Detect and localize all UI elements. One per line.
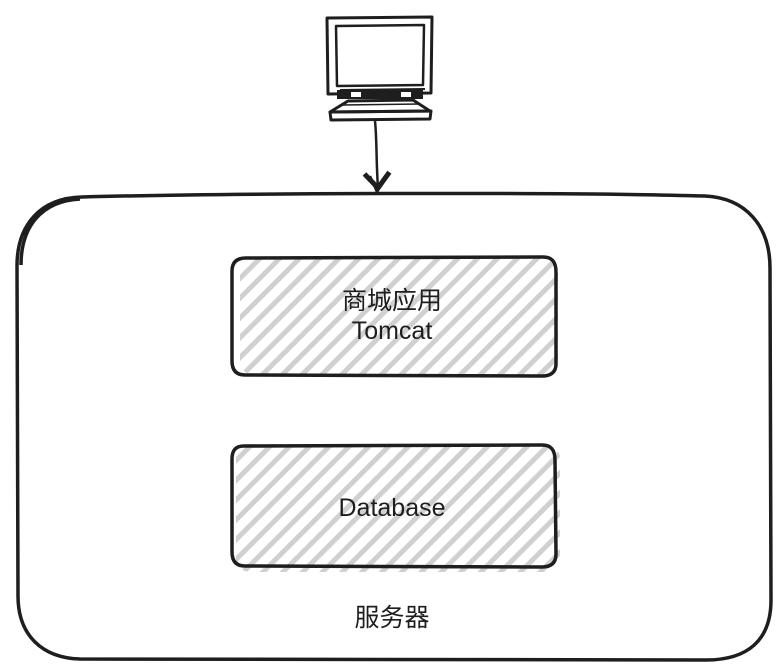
database-box [230,443,560,572]
app-label: 商城应用 Tomcat [232,286,552,346]
client-to-server-arrow [362,120,392,192]
app-label-line2: Tomcat [351,317,433,345]
app-box [230,255,558,378]
app-label-line1: 商城应用 [341,287,442,315]
server-label: 服务器 [354,604,430,632]
computer-icon [325,15,434,122]
database-label: Database [338,494,446,522]
server-container [15,191,773,662]
